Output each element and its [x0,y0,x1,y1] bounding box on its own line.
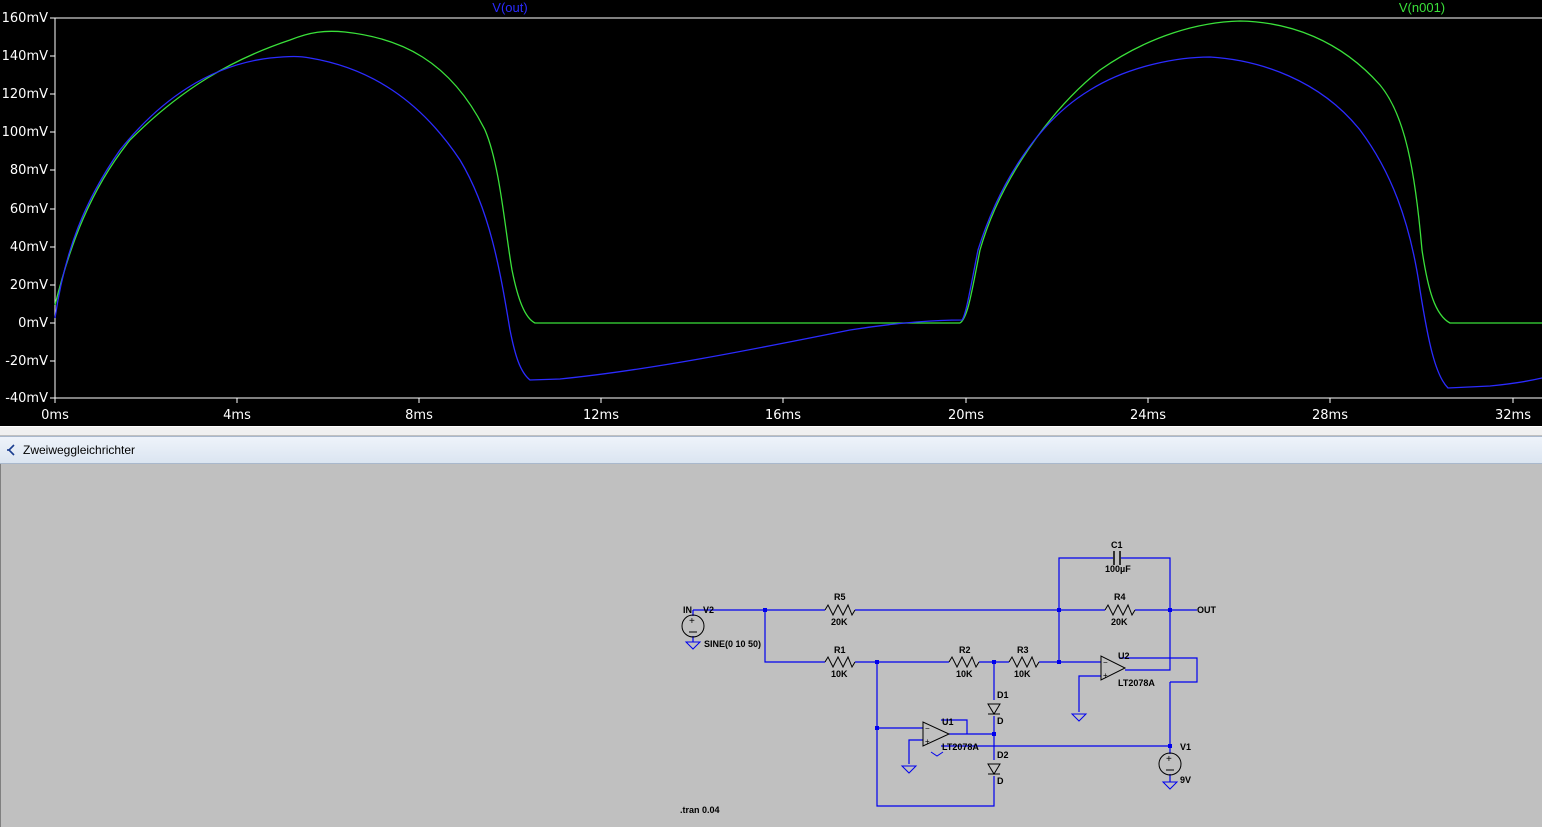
x-axis-ticks: 0ms 4ms 8ms 12ms 16ms 20ms 24ms 28ms 32m… [41,398,1531,423]
r1-label: R1 [834,645,846,655]
v2-value: SINE(0 10 50) [704,639,761,649]
capacitor-c1[interactable] [1113,551,1121,565]
svg-text:+: + [1166,754,1172,765]
waveform-plot[interactable]: 160mV 140mV 120mV 100mV 80mV 60mV 40mV 2… [0,0,1542,426]
svg-text:−: − [925,724,930,733]
d1-label: D1 [997,690,1009,700]
voltage-source-v1[interactable]: + [1158,752,1182,776]
schematic-window-title: Zweiweggleichrichter [23,443,136,457]
resistor-r5[interactable] [824,603,856,617]
y-tick-label: 160mV [2,11,48,26]
net-label-in[interactable]: IN [683,605,692,615]
resistor-r1[interactable] [824,655,856,669]
v1-label: V1 [1180,742,1191,752]
trace-label-vout[interactable]: V(out) [492,0,527,15]
y-tick-label: -40mV [5,391,48,406]
c1-value: 100µF [1105,564,1131,574]
schematic-canvas[interactable]: − + − + + + [0,464,1542,827]
ground-symbol [684,641,702,650]
y-tick-label: 140mV [2,49,48,64]
diode-d1[interactable] [987,703,1001,715]
svg-text:−: − [1103,658,1108,667]
spice-directive[interactable]: .tran 0.04 [680,805,720,815]
r5-label: R5 [834,592,846,602]
schematic-window-titlebar[interactable]: Zweiweggleichrichter [0,436,1542,464]
resistor-r2[interactable] [948,655,980,669]
junction-dots [763,608,1172,748]
u1-label: U1 [942,717,954,727]
trace-vout[interactable] [54,55,1542,389]
y-tick-label: 0mV [18,316,48,331]
x-tick-label: 16ms [765,408,801,423]
voltage-source-v2[interactable]: + [681,614,705,638]
r4-label: R4 [1114,592,1126,602]
y-tick-label: 120mV [2,87,48,102]
opamp-u2[interactable]: − + [1100,655,1127,681]
r2-value: 10K [956,669,973,679]
resistor-r3[interactable] [1008,655,1040,669]
x-tick-label: 24ms [1130,408,1166,423]
diode-d2[interactable] [987,763,1001,775]
opamp-u1[interactable]: − + [922,721,951,757]
ground-symbol [900,765,918,774]
resistor-r4[interactable] [1104,603,1136,617]
x-tick-label: 0ms [41,408,69,423]
y-tick-label: 80mV [10,163,48,178]
y-tick-label: 40mV [10,240,48,255]
r3-label: R3 [1017,645,1029,655]
r2-label: R2 [959,645,971,655]
trace-vn001[interactable] [54,20,1542,324]
x-tick-label: 4ms [223,408,251,423]
x-tick-label: 28ms [1312,408,1348,423]
v1-value: 9V [1180,775,1191,785]
y-tick-label: 100mV [2,125,48,140]
x-tick-label: 32ms [1495,408,1531,423]
x-tick-label: 8ms [405,408,433,423]
schematic-icon [7,444,15,456]
u2-label: U2 [1118,651,1130,661]
ground-symbol [1161,781,1179,790]
y-tick-label: 20mV [10,278,48,293]
x-tick-label: 12ms [583,408,619,423]
y-tick-label: 60mV [10,202,48,217]
d2-value: D [997,776,1004,786]
y-tick-label: -20mV [5,354,48,369]
ground-symbol [1070,713,1088,722]
c1-label: C1 [1111,540,1123,550]
svg-text:+: + [689,616,695,627]
schematic-drawing[interactable]: − + − + + + [1,464,1542,827]
x-tick-label: 20ms [948,408,984,423]
pane-splitter[interactable] [0,426,1542,436]
u2-value: LT2078A [1118,678,1155,688]
u1-value: LT2078A [942,742,979,752]
d2-label: D2 [997,750,1009,760]
trace-label-vn001[interactable]: V(n001) [1399,0,1445,15]
waveform-plot-pane[interactable]: 160mV 140mV 120mV 100mV 80mV 60mV 40mV 2… [0,0,1542,426]
r3-value: 10K [1014,669,1031,679]
r1-value: 10K [831,669,848,679]
r4-value: 20K [1111,617,1128,627]
y-axis-ticks: 160mV 140mV 120mV 100mV 80mV 60mV 40mV 2… [2,11,55,406]
v2-label: V2 [703,605,714,615]
net-label-out[interactable]: OUT [1197,605,1217,615]
d1-value: D [997,716,1004,726]
svg-text:+: + [1103,671,1108,680]
svg-text:+: + [925,737,930,746]
r5-value: 20K [831,617,848,627]
